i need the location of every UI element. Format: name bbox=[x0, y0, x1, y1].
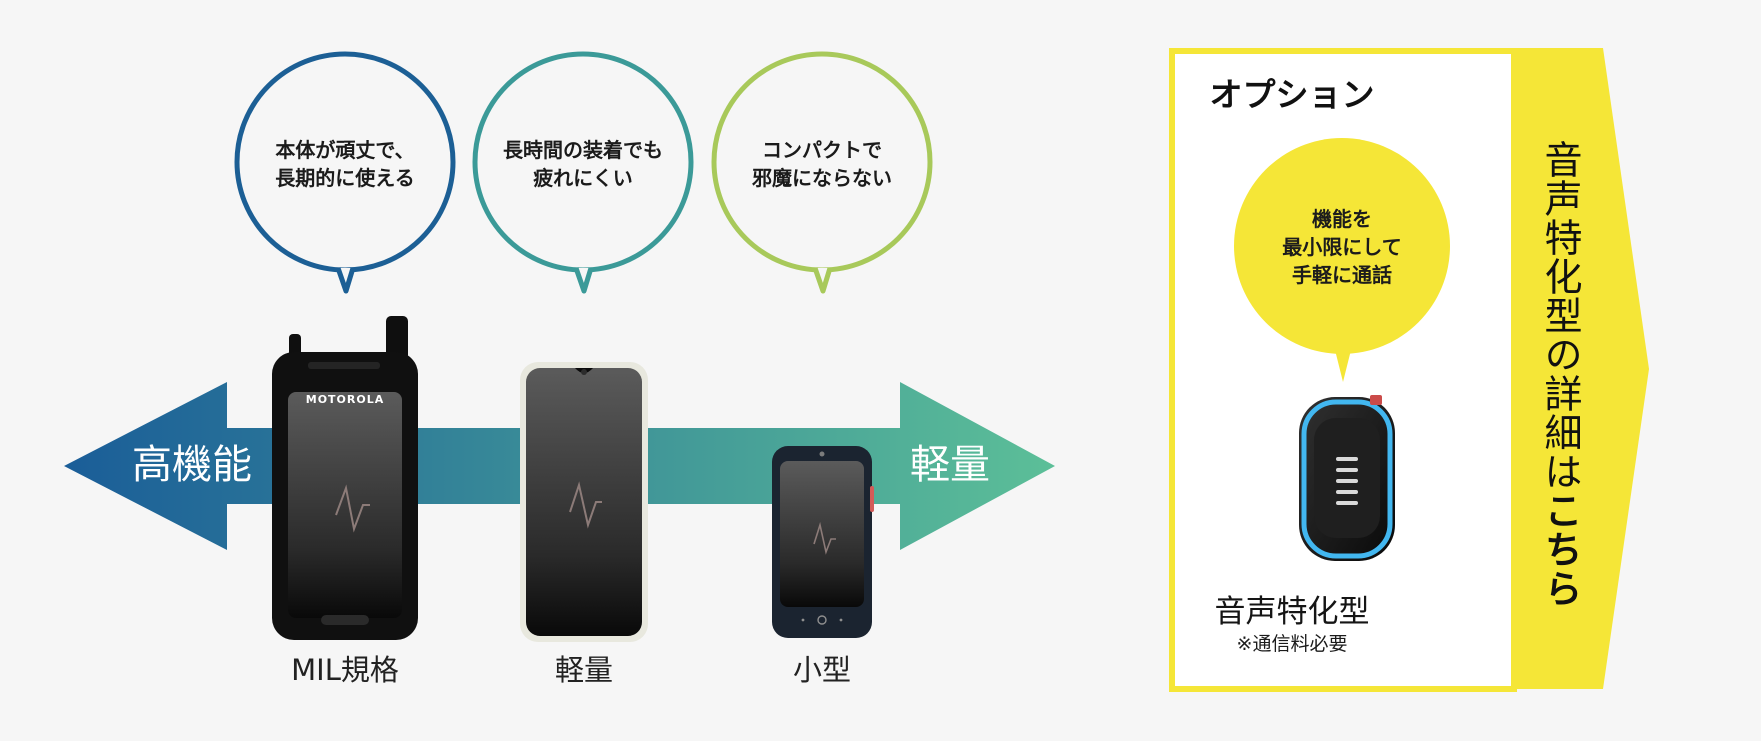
device-label-2: 軽量 bbox=[554, 653, 613, 687]
cta-strong: こちら bbox=[1538, 491, 1582, 608]
arrow-right-label: 軽量 bbox=[910, 442, 990, 488]
option-bubble-text: 機能を 最小限にして 手軽に通話 bbox=[1282, 207, 1402, 287]
mini-phone-illustration bbox=[772, 446, 874, 638]
device-label-1: MIL規格 bbox=[291, 653, 399, 687]
device-label-3: 小型 bbox=[792, 653, 851, 687]
voice-device-illustration bbox=[1299, 395, 1395, 561]
bubble-text-1: 本体が頑丈で、 長期的に使える bbox=[275, 138, 415, 190]
speech-bubble-1 bbox=[234, 51, 456, 294]
speech-bubble-2 bbox=[472, 51, 694, 294]
cta-arrow-shape[interactable] bbox=[1514, 48, 1649, 689]
yellow-bubble bbox=[1234, 138, 1450, 382]
option-title: オプション bbox=[1209, 75, 1375, 114]
option-device-name: 音声特化型 bbox=[1214, 594, 1370, 630]
rugged-phone-illustration: MOTOROLA bbox=[272, 316, 418, 640]
bubble-text-3: コンパクトで 邪魔にならない bbox=[752, 138, 892, 190]
cta-link[interactable]: 音声特化型の詳細はこちら bbox=[1536, 140, 1584, 640]
option-note: ※通信料必要 bbox=[1236, 633, 1348, 655]
speech-bubble-3 bbox=[711, 51, 933, 294]
arrow-left-label: 高機能 bbox=[132, 442, 252, 488]
bubble-text-2: 長時間の装着でも 疲れにくい bbox=[503, 138, 663, 190]
standard-phone-illustration bbox=[520, 362, 648, 642]
cta-prefix: 音声特化型の詳細は bbox=[1538, 140, 1582, 491]
brand-label: MOTOROLA bbox=[306, 393, 385, 406]
